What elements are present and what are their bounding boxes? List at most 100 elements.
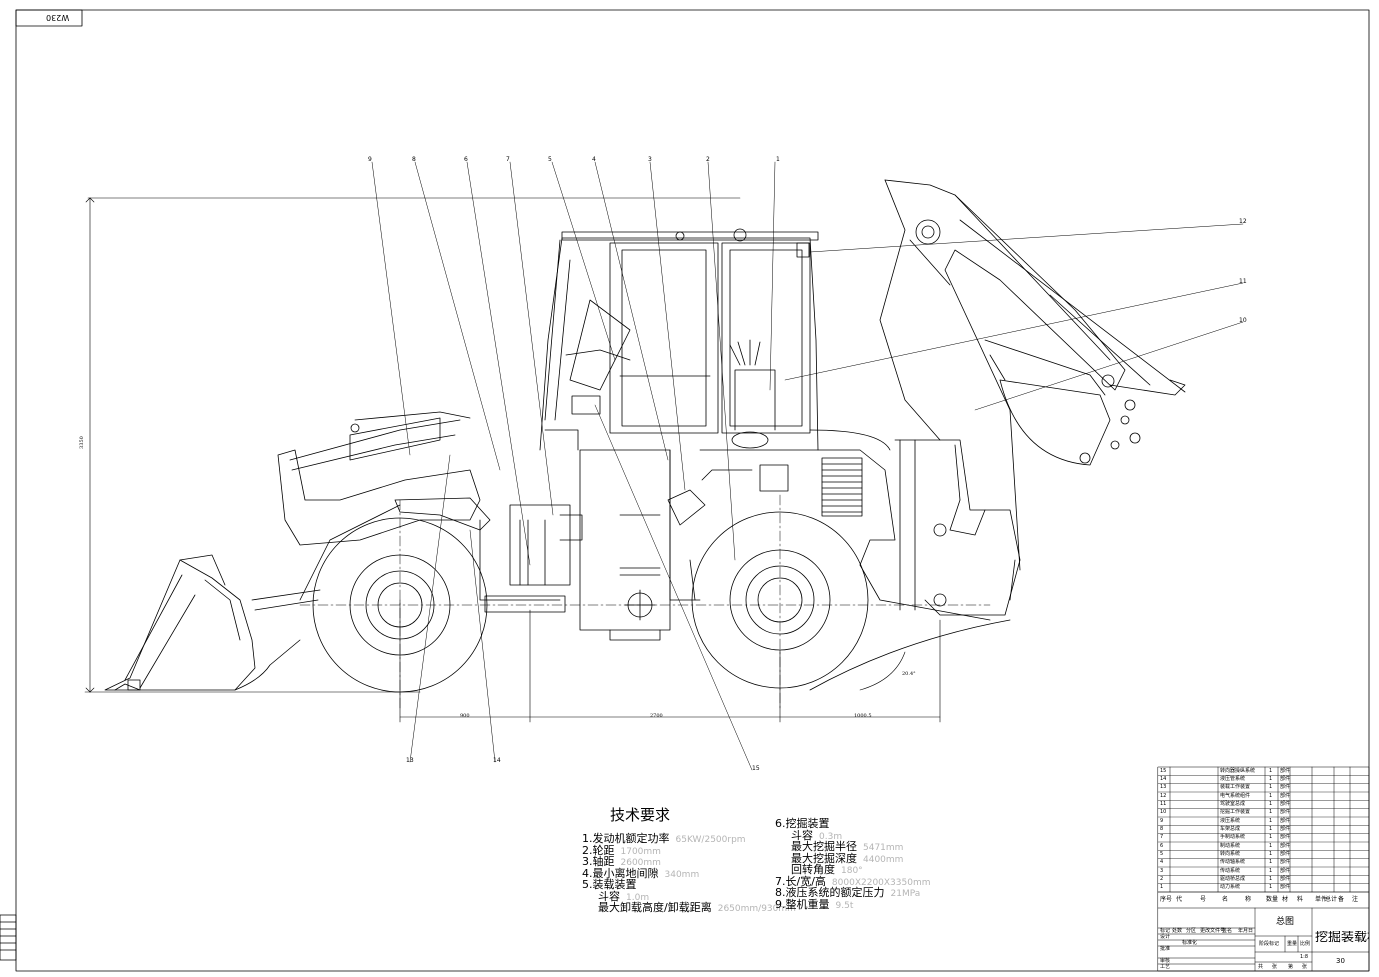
header-col: 单件 — [1315, 896, 1328, 903]
tech-item-label: 斗容 — [791, 828, 813, 842]
parts-row-name: 驾驶室总成 — [1220, 800, 1246, 807]
header-col: 序号 — [1160, 896, 1173, 903]
revision-row-label: 批准 — [1160, 946, 1171, 952]
parts-row-qty: 1 — [1269, 884, 1273, 891]
parts-row-qty: 1 — [1269, 800, 1273, 807]
scale-value: 1:8 — [1300, 954, 1309, 960]
dim-2700: 2700 — [650, 713, 663, 719]
parts-row-name: 电气系统组件 — [1220, 792, 1251, 799]
parts-row-name: 传动轴系统 — [1220, 859, 1246, 866]
parts-row-no: 5 — [1160, 850, 1164, 857]
tech-item-value: 65KW/2500rpm — [675, 835, 746, 845]
callout-11: 11 — [1239, 278, 1247, 285]
parts-row-material: 部件 — [1280, 875, 1291, 882]
weight-label: 重量 — [1287, 941, 1298, 947]
revision-row-label: 审核 — [1160, 958, 1171, 964]
callout-7: 7 — [506, 156, 510, 163]
parts-row-material: 部件 — [1280, 859, 1291, 866]
parts-row-material: 部件 — [1280, 842, 1291, 849]
parts-row-name: 手制动系统 — [1220, 834, 1246, 841]
tech-item-value: 21MPa — [890, 889, 921, 899]
revision-col-label: 年月日 — [1238, 928, 1254, 934]
parts-row-qty: 1 — [1269, 775, 1273, 782]
tech-item-label: 2.轮距 — [582, 843, 615, 857]
parts-row-no: 7 — [1160, 834, 1164, 841]
tech-item-label: 回转角度 — [791, 863, 835, 876]
drawing-code: W230 — [46, 13, 70, 22]
tech-item-label: 6.挖掘装置 — [775, 817, 830, 830]
header-col: 料 — [1297, 896, 1304, 903]
tech-item-value: 8000X2200X3350mm — [831, 877, 931, 888]
parts-row-name: 制动系统 — [1220, 842, 1241, 849]
parts-row-no: 3 — [1160, 867, 1164, 874]
parts-row-no: 15 — [1160, 767, 1167, 774]
parts-row-name: 车架总成 — [1220, 825, 1241, 832]
header-col: 号 — [1200, 896, 1207, 903]
tech-item-value: 1.0m — [626, 892, 650, 903]
tech-item: 8.液压系统的额定压力 21MPa — [775, 884, 931, 899]
header-col: 总计 — [1325, 896, 1338, 903]
standardization-label: 标准化 — [1182, 940, 1198, 946]
parts-row-material: 部件 — [1280, 834, 1291, 841]
tech-item: 5.装载装置 — [582, 876, 796, 891]
tech-item: 6.挖掘装置 — [775, 815, 931, 830]
parts-row-name: 传动系统 — [1220, 867, 1241, 874]
parts-row-material: 部件 — [1280, 767, 1291, 774]
parts-row-name: 装载工作装置 — [1220, 784, 1251, 791]
callout-1: 1 — [776, 156, 780, 163]
callout-5: 5 — [548, 156, 552, 163]
tech-item: 2.轮距 1700mm — [582, 842, 796, 857]
sheet-total: 共 — [1258, 964, 1264, 970]
parts-row-qty: 1 — [1269, 817, 1273, 824]
revision-row-label: 标记 — [1160, 928, 1171, 934]
parts-row-qty: 1 — [1269, 850, 1273, 857]
revision-col-label: 更改文件号 — [1200, 928, 1226, 934]
parts-row-name: 驱动桥总成 — [1220, 875, 1246, 882]
parts-row-material: 部件 — [1280, 775, 1291, 782]
parts-row-name: 转向器操纵系统 — [1220, 767, 1256, 774]
parts-row-no: 13 — [1160, 784, 1167, 791]
assembly-title: 总图 — [1276, 917, 1295, 927]
parts-row-material: 部件 — [1280, 800, 1291, 807]
callout-8: 8 — [412, 156, 416, 163]
scale-label: 比例 — [1300, 941, 1311, 947]
header-col: 备 — [1338, 896, 1345, 903]
parts-row-material: 部件 — [1280, 784, 1291, 791]
tech-item-value: 1700mm — [620, 846, 661, 857]
dimension-lines — [84, 197, 941, 723]
tech-item-value: 5471mm — [863, 843, 904, 853]
tech-item-value: 2600mm — [620, 858, 661, 868]
stage-label: 阶段标记 — [1259, 941, 1280, 947]
sheet-unit2: 张 — [1302, 964, 1308, 970]
revision-col-label: 分区 — [1186, 928, 1197, 934]
tech-item-label: 9.整机重量 — [775, 897, 830, 911]
parts-row-material: 部件 — [1280, 792, 1291, 799]
parts-row-material: 部件 — [1280, 884, 1291, 891]
parts-row-qty: 1 — [1269, 867, 1273, 874]
tech-item-value: 2650mm/930mm — [717, 904, 796, 914]
tech-item-value: 4400mm — [863, 854, 904, 865]
sheet-unit: 张 — [1272, 964, 1278, 970]
tech-item-label: 最大卸载高度/卸载距离 — [598, 901, 712, 914]
dim-angle: 20.4° — [902, 671, 916, 677]
parts-list-rows — [1157, 775, 1370, 893]
parts-row-no: 4 — [1160, 859, 1164, 866]
tech-item-label: 最大挖掘深度 — [791, 851, 857, 865]
tech-item-label: 8.液压系统的额定压力 — [775, 886, 885, 899]
product-name: 挖掘装载机 — [1315, 931, 1369, 944]
parts-row-qty: 1 — [1269, 792, 1273, 799]
tech-item-label: 斗容 — [598, 889, 620, 903]
sheet-number: 30 — [1336, 957, 1345, 965]
parts-row-no: 10 — [1160, 809, 1167, 816]
parts-row-qty: 1 — [1269, 842, 1273, 849]
backhoe — [809, 179, 1186, 691]
tech-item-label: 5.装载装置 — [582, 878, 637, 891]
tech-item: 最大卸载高度/卸载距离 2650mm/930mm — [582, 899, 796, 914]
